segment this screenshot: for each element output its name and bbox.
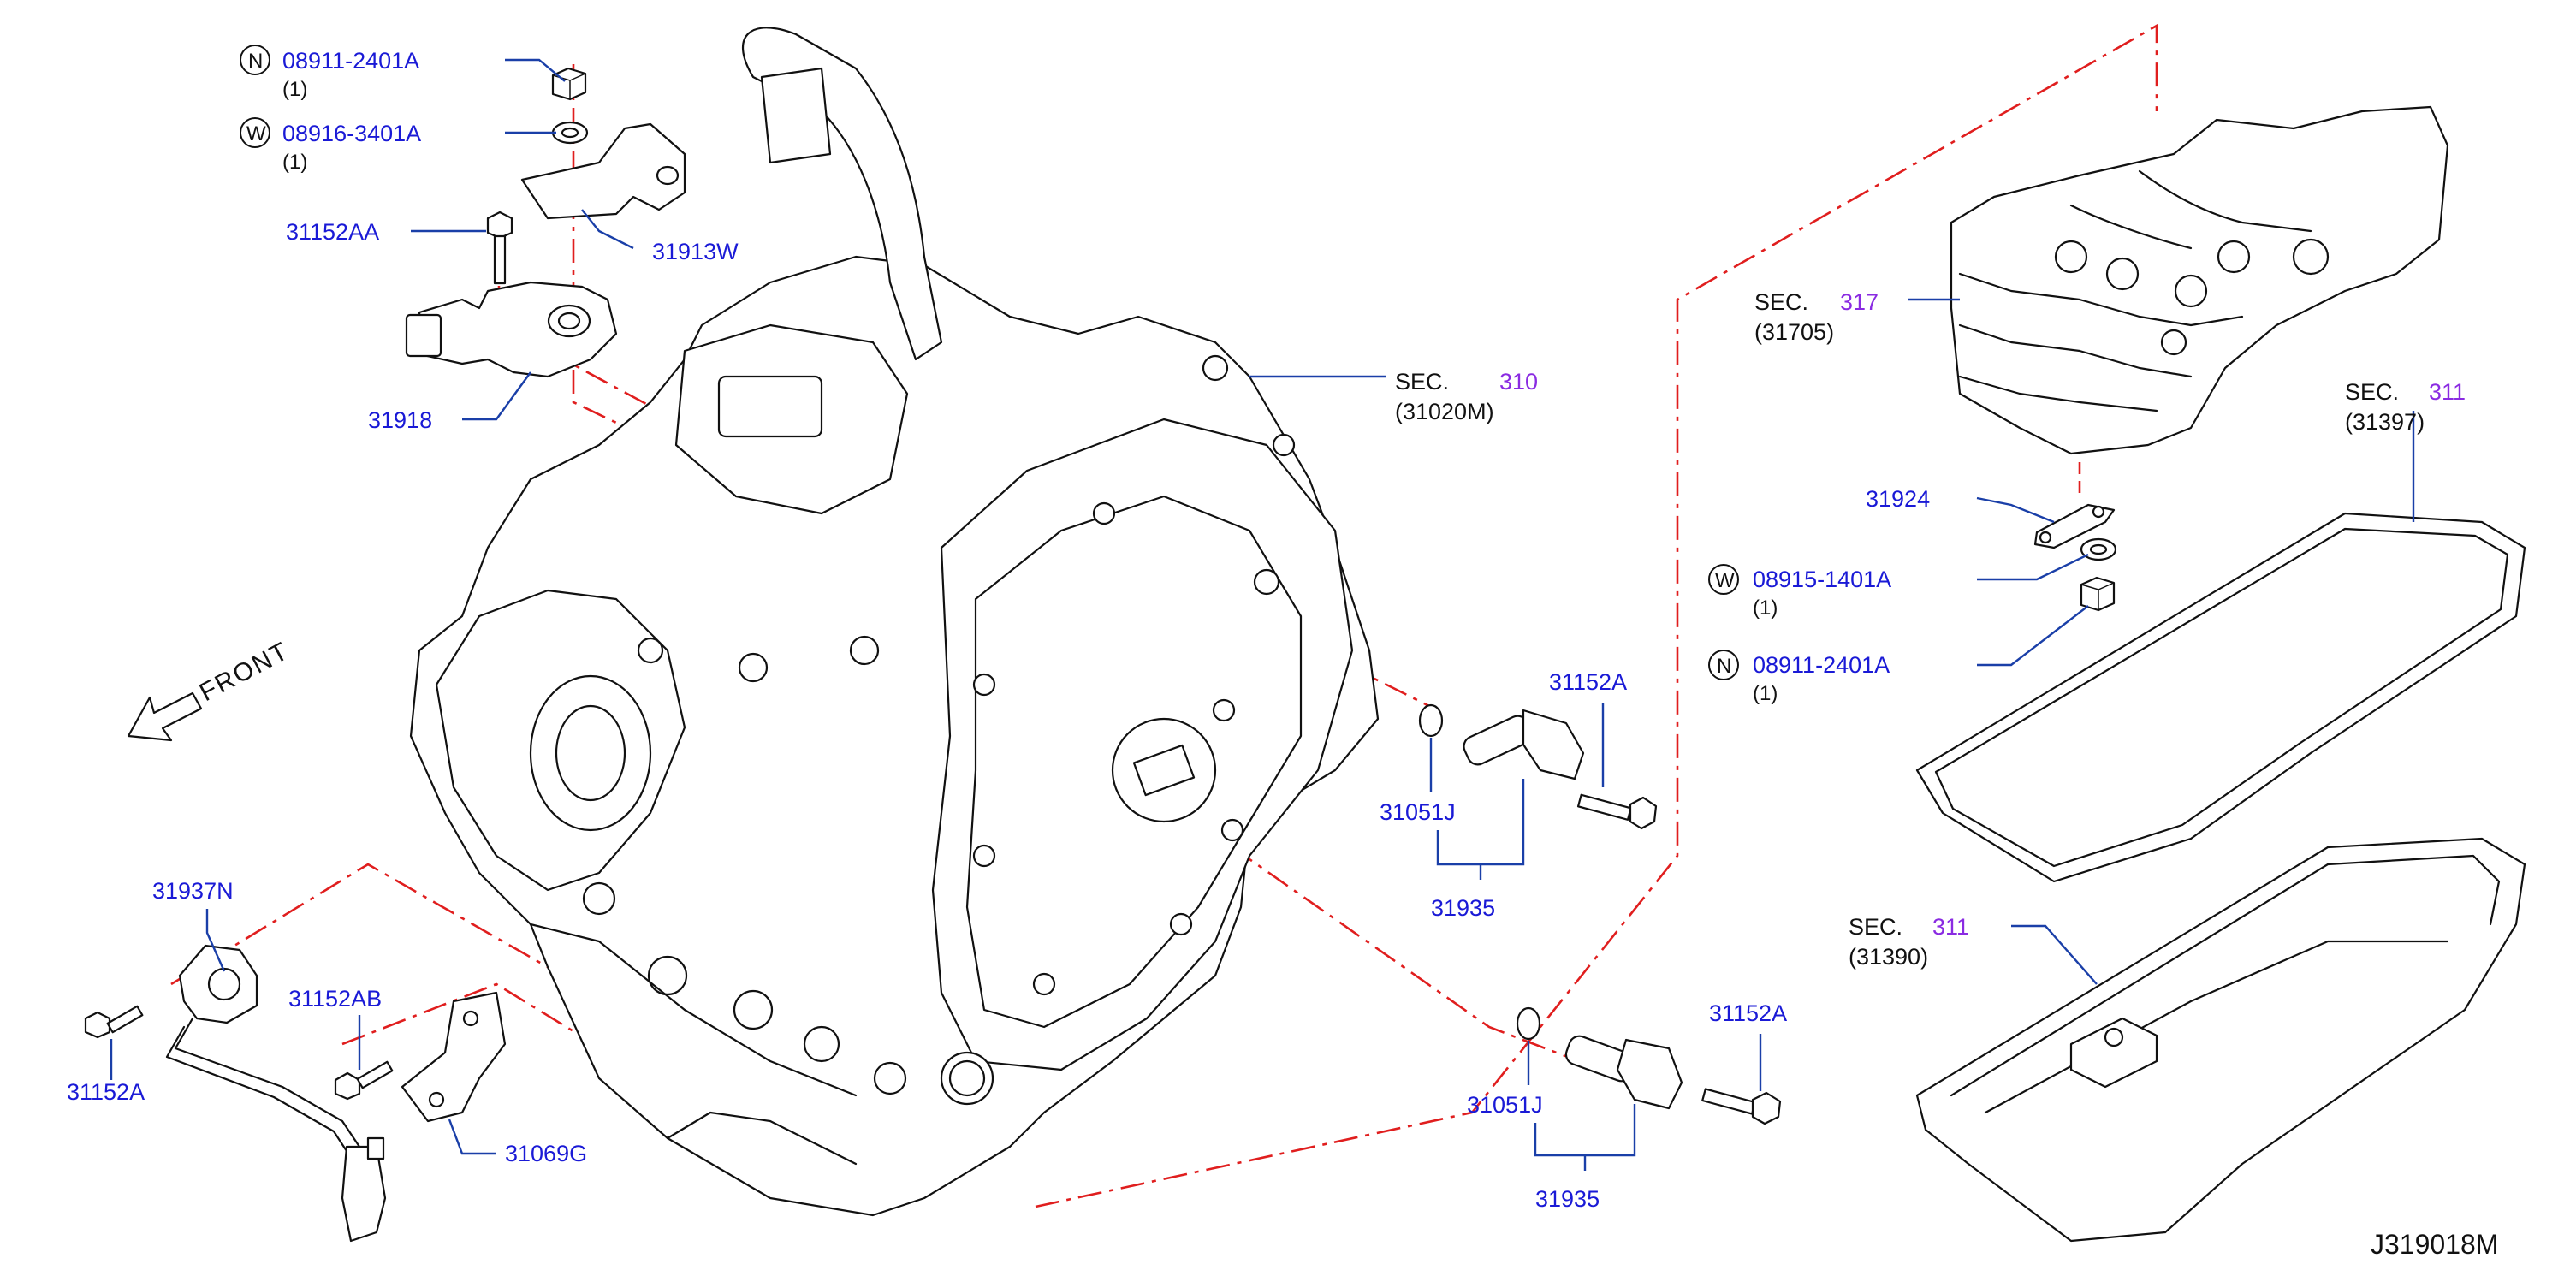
label-section-317: SEC. 317 (31705) (1754, 289, 1960, 345)
speed-sensor-31935-upper (1463, 709, 1585, 780)
label-31935-upper: 31935 (1431, 779, 1525, 921)
part-number: 31935 (1535, 1186, 1600, 1212)
part-number: 31918 (368, 407, 432, 433)
label-31051j-lower: 31051J (1467, 1041, 1543, 1118)
w-badge-icon (1708, 564, 1739, 595)
label-nut-08911: N 08911-2401A (1) (1708, 605, 2089, 705)
top-left-group (405, 67, 686, 378)
svg-text:310: 310 (1499, 369, 1538, 395)
oil-pan-gasket (1915, 512, 2526, 883)
quantity: (1) (282, 151, 307, 174)
part-number: 08911-2401A (1753, 652, 1890, 678)
front-indicator: FRONT (127, 637, 294, 742)
quantity: (1) (1753, 596, 1778, 620)
part-number: 31152AA (286, 219, 379, 245)
bolt-31152a-upper-icon (1576, 793, 1658, 830)
label-31152a-lower: 31152A (1709, 1000, 1787, 1091)
part-number: 08915-1401A (1753, 567, 1891, 592)
part-number: 31152AB (288, 986, 382, 1012)
part-number: 31924 (1866, 486, 1930, 512)
diagram-code: J319018M (2371, 1229, 2498, 1260)
oil-pan (1915, 837, 2526, 1243)
label-31069g: 31069G (448, 1119, 587, 1166)
upper-sensor-group (1418, 703, 1658, 830)
svg-text:SEC.: SEC. (1849, 914, 1902, 940)
washer-icon (551, 121, 589, 145)
part-number: 31937N (152, 878, 234, 904)
part-number: 31069G (505, 1141, 587, 1166)
svg-text:W: W (1715, 569, 1735, 592)
svg-text:317: 317 (1840, 289, 1879, 315)
svg-text:W: W (246, 122, 266, 145)
front-label: FRONT (195, 637, 294, 707)
label-31935-lower: 31935 (1534, 1104, 1636, 1212)
part-number: 31152A (1549, 669, 1627, 695)
part-number: 31152A (1709, 1000, 1787, 1026)
svg-text:N: N (248, 50, 263, 73)
label-31937n: 31937N (152, 878, 234, 972)
lower-sensor-group (1516, 1006, 1782, 1125)
label-washer-08915: W 08915-1401A (1) (1708, 553, 2089, 620)
svg-text:(31020M): (31020M) (1395, 399, 1494, 424)
svg-text:(31397): (31397) (2345, 409, 2425, 435)
part-number: 31051J (1380, 799, 1456, 825)
label-section-311-gasket: SEC. 311 (31397) (2345, 379, 2466, 522)
bracket-hole (656, 165, 680, 186)
label-31924: 31924 (1866, 486, 2055, 524)
bolt-31152ab-icon (334, 1060, 394, 1101)
part-number: 31051J (1467, 1092, 1543, 1118)
svg-text:311: 311 (1932, 914, 1969, 940)
label-nut-top: N 08911-2401A (1) (240, 45, 566, 101)
bolt-31152aa-icon (486, 211, 513, 285)
bolt-31152a-lower-icon (1701, 1088, 1782, 1125)
n-badge-icon (240, 45, 270, 75)
washer-08915-icon (2080, 537, 2117, 561)
svg-text:311: 311 (2429, 379, 2466, 405)
n-badge-icon (1708, 650, 1739, 680)
part-number: 08911-2401A (282, 48, 419, 74)
label-31152aa: 31152AA (286, 219, 486, 245)
label-section-311-pan: SEC. 311 (31390) (1849, 914, 2098, 985)
label-31152a-upper: 31152A (1549, 669, 1627, 787)
nut-08911-icon (2080, 576, 2116, 612)
valve-body (1950, 105, 2449, 455)
bracket-31913w (520, 122, 686, 220)
bolt-bosses (582, 354, 1296, 1095)
switch-31918 (405, 281, 618, 378)
label-washer-top: W 08916-3401A (1) (240, 117, 556, 174)
oring-icon (1516, 1006, 1541, 1041)
part-number: 31913W (652, 239, 739, 264)
svg-text:SEC.: SEC. (1754, 289, 1808, 315)
svg-text:(31390): (31390) (1849, 944, 1928, 970)
svg-text:SEC.: SEC. (1395, 369, 1449, 395)
svg-text:N: N (1717, 655, 1731, 678)
label-31152a-left: 31152A (67, 1039, 145, 1105)
nut-icon (551, 67, 587, 101)
bracket-31069g (401, 991, 507, 1123)
label-section-310: SEC. 310 (31020M) (1249, 369, 1538, 424)
terminal-31924 (2033, 503, 2116, 549)
svg-text:SEC.: SEC. (2345, 379, 2399, 405)
label-31918: 31918 (368, 371, 531, 433)
transaxle-assembly (409, 27, 1380, 1217)
label-31152ab: 31152AB (288, 986, 382, 1070)
quantity: (1) (1753, 682, 1778, 705)
speed-sensor-31935-lower (1564, 1035, 1683, 1110)
bolt-31152a-left-icon (84, 1005, 144, 1039)
w-badge-icon (240, 117, 270, 148)
part-number: 08916-3401A (282, 121, 421, 146)
part-number: 31152A (67, 1079, 145, 1105)
harness-31937n (165, 944, 387, 1243)
part-number: 31935 (1431, 895, 1495, 921)
svg-text:(31705): (31705) (1754, 319, 1834, 345)
oring-icon (1418, 703, 1444, 738)
label-31913w: 31913W (581, 209, 739, 264)
label-31051j-upper: 31051J (1380, 738, 1456, 825)
quantity: (1) (282, 78, 307, 101)
